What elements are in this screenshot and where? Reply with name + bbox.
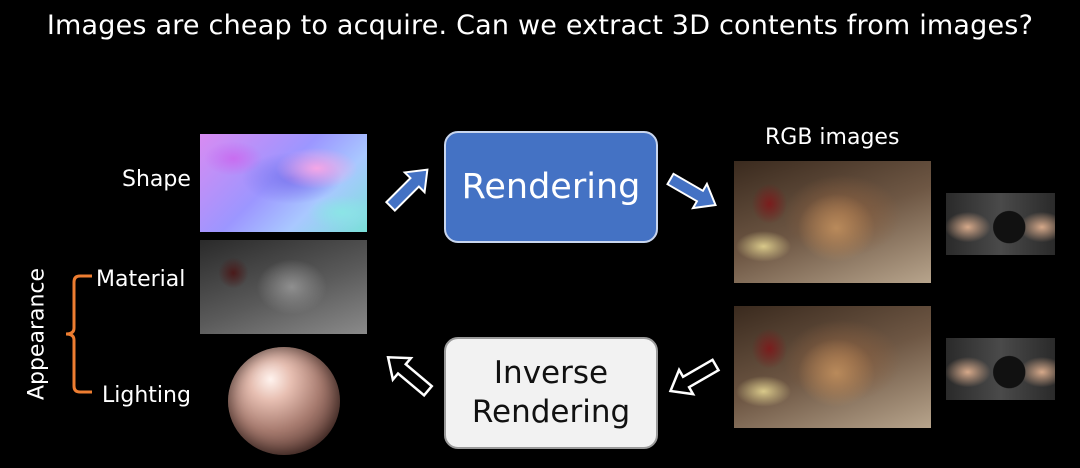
appearance-label: Appearance — [24, 267, 50, 401]
material-label: Material — [96, 267, 186, 292]
inverse-label-line2: Rendering — [471, 394, 631, 430]
shape-normal-map-image — [200, 134, 367, 232]
arrow-down-left-icon — [668, 358, 721, 396]
rendering-label: Rendering — [461, 167, 641, 207]
shape-label: Shape — [122, 167, 191, 192]
rgb-images-label: RGB images — [765, 125, 900, 150]
rgb-rendered-image — [734, 161, 931, 283]
camera-image-bottom — [946, 338, 1055, 400]
inverse-rendering-box: Inverse Rendering — [444, 337, 658, 449]
camera-image-top — [946, 193, 1055, 255]
slide-title: Images are cheap to acquire. Can we extr… — [46, 10, 1034, 41]
arrow-up-right-icon — [384, 168, 429, 213]
arrow-down-right-icon — [666, 172, 717, 210]
rgb-captured-image — [734, 306, 931, 428]
rendering-box: Rendering — [444, 131, 658, 243]
lighting-label: Lighting — [102, 383, 191, 408]
arrow-up-left-icon — [386, 355, 434, 398]
material-albedo-image — [200, 240, 367, 334]
appearance-brace — [65, 274, 92, 394]
lighting-environment-sphere — [228, 347, 340, 455]
inverse-label-line1: Inverse — [493, 355, 609, 392]
